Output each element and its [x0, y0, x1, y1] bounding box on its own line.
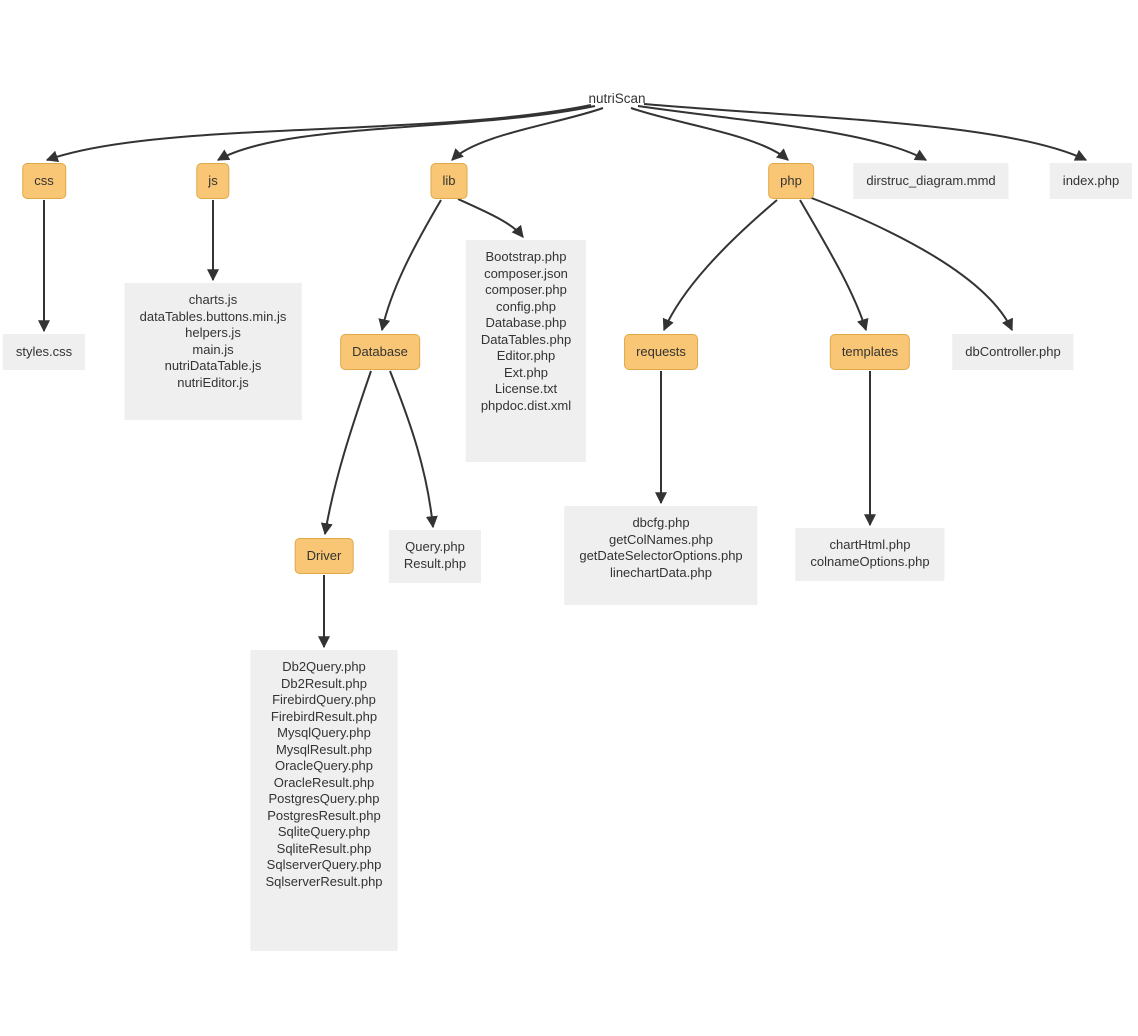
edge-root-css	[45, 104, 592, 163]
file-name-line: PostgresResult.php	[267, 807, 381, 823]
file-styles-css: styles.css	[2, 334, 86, 370]
folder-js: js	[196, 163, 230, 199]
edge-root-lib	[451, 107, 604, 161]
folder-css: css	[22, 163, 66, 199]
file-name-line: SqlserverResult.php	[265, 873, 383, 889]
file-name-line: SqlserverQuery.php	[266, 857, 382, 872]
file-name-line: SqliteQuery.php	[277, 824, 371, 839]
file-name-line: chartHtml.php	[829, 537, 911, 552]
edge-php-requests	[662, 199, 778, 332]
edge-root-php	[630, 107, 789, 161]
edge-root-index	[643, 103, 1088, 161]
file-name-line: linechartData.php	[610, 564, 712, 580]
file-name-line: Database.php	[485, 315, 567, 330]
file-name-line: Db2Result.php	[281, 675, 367, 691]
edge-root-js	[216, 105, 596, 161]
file-name-line: nutriDataTable.js	[164, 358, 262, 373]
file-name-line: OracleResult.php	[273, 774, 375, 790]
file-dbcontroller-php: dbController.php	[952, 334, 1074, 370]
file-name-line: OracleQuery.php	[274, 758, 374, 773]
file-name-line: Editor.php	[496, 348, 556, 363]
file-name-line: phpdoc.dist.xml	[480, 397, 572, 413]
edge-lib-database	[378, 199, 442, 332]
edge-root-dirstruc	[637, 105, 928, 161]
file-dirstruc-diagram-mmd: dirstruc_diagram.mmd	[853, 163, 1009, 199]
file-name-line: getColNames.php	[608, 531, 714, 547]
file-name-line: Result.php	[403, 555, 467, 571]
file-name-line: composer.php	[485, 282, 567, 297]
file-name-line: Query.php	[405, 539, 465, 554]
file-name-line: composer.json	[484, 265, 568, 281]
file-name-line: FirebirdQuery.php	[272, 692, 376, 707]
folder-requests: requests	[624, 334, 698, 370]
file-name-line: colnameOptions.php	[810, 553, 930, 569]
file-name-line: License.txt	[494, 381, 558, 396]
file-name-line: Bootstrap.php	[485, 249, 567, 264]
file-name-line: MysqlQuery.php	[277, 725, 371, 740]
file-name-line: nutriEditor.js	[177, 374, 249, 390]
edge-lib-libfiles	[457, 198, 524, 238]
folder-driver: Driver	[294, 538, 354, 574]
edge-php-dbcontroller	[808, 196, 1013, 332]
file-name-line: Db2Query.php	[282, 659, 366, 674]
file-name-line: MysqlResult.php	[275, 741, 373, 757]
edge-database-dbfiles	[389, 370, 438, 529]
file-name-line: config.php	[496, 298, 556, 314]
file-name-line: SqliteResult.php	[276, 840, 372, 856]
file-index-php: index.php	[1049, 163, 1133, 199]
folder-templates: templates	[829, 334, 911, 370]
file-name-line: dataTables.buttons.min.js	[139, 308, 287, 324]
file-name-line: helpers.js	[185, 325, 241, 340]
file-name-line: DataTables.php	[480, 331, 572, 347]
node-nutriscan-root: nutriScan	[588, 91, 646, 106]
folder-php: php	[768, 163, 814, 199]
folder-lib: lib	[430, 163, 468, 199]
file-name-line: Ext.php	[503, 364, 549, 380]
file-name-line: getDateSelectorOptions.php	[579, 548, 743, 563]
edge-database-driver	[320, 370, 372, 536]
file-name-line: PostgresQuery.php	[268, 791, 380, 806]
folder-database: Database	[340, 334, 420, 370]
file-name-line: main.js	[192, 341, 234, 357]
file-name-line: FirebirdResult.php	[270, 708, 378, 724]
edge-php-templates	[799, 199, 869, 332]
file-name-line: charts.js	[188, 292, 238, 307]
file-name-line: dbcfg.php	[632, 515, 690, 530]
